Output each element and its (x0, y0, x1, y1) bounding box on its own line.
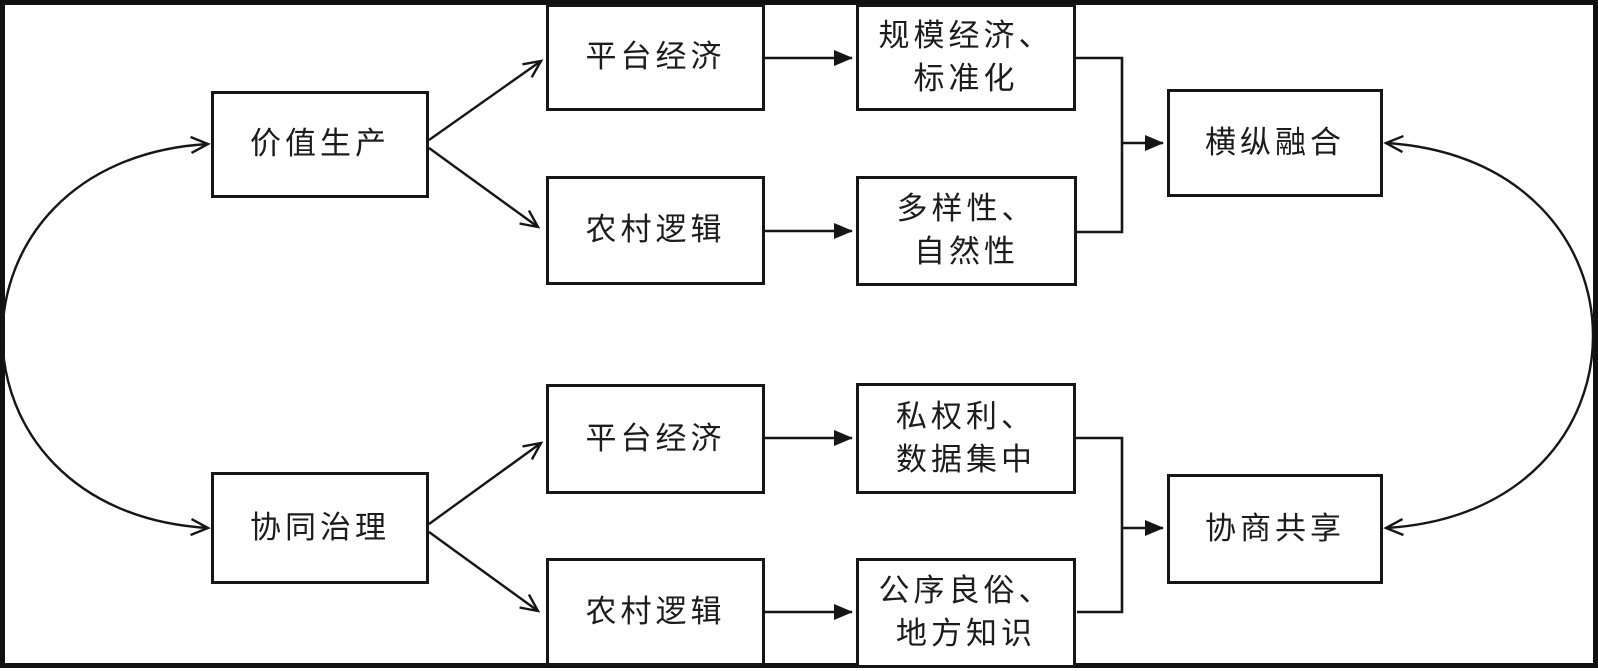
node-value-production-label: 价值生产 (250, 126, 390, 163)
arc-left-feedback-arrow (1, 135, 211, 537)
arrow-governance-to-rural-bottom (428, 531, 541, 613)
node-public-order-local-knowledge: 公序良俗、 地方知识 (856, 558, 1076, 668)
node-platform-economy-top: 平台经济 (546, 4, 765, 111)
node-horizontal-vertical-integration: 横纵融合 (1167, 89, 1383, 197)
node-rural-logic-top-label: 农村逻辑 (585, 212, 726, 249)
node-rural-logic-bottom: 农村逻辑 (546, 558, 765, 666)
merge-connector-top (1075, 56, 1124, 234)
node-diversity-naturalness: 多样性、 自然性 (856, 176, 1077, 286)
arrow-value-to-platform-top (428, 59, 544, 141)
node-scale-standardization-label: 规模经济、 标准化 (878, 17, 1054, 97)
node-collaborative-governance-label: 协同治理 (250, 509, 390, 546)
node-platform-economy-bottom-label: 平台经济 (585, 420, 726, 457)
node-platform-economy-bottom: 平台经济 (546, 384, 765, 494)
node-negotiated-sharing-label: 协商共享 (1205, 510, 1345, 547)
node-negotiated-sharing: 协商共享 (1167, 474, 1383, 584)
arc-right-feedback-arrow (1383, 134, 1594, 537)
node-horizontal-vertical-integration-label: 横纵融合 (1205, 124, 1345, 161)
node-private-rights-data-concentration: 私权利、 数据集中 (856, 383, 1076, 494)
node-value-production: 价值生产 (211, 91, 429, 198)
node-collaborative-governance: 协同治理 (211, 472, 429, 584)
node-diversity-naturalness-label: 多样性、 自然性 (896, 191, 1037, 270)
merge-connector-bottom (1075, 436, 1124, 614)
node-rural-logic-top: 农村逻辑 (546, 176, 765, 285)
node-scale-standardization: 规模经济、 标准化 (856, 4, 1076, 111)
arrow-value-to-rural-top (428, 147, 541, 229)
node-public-order-local-knowledge-label: 公序良俗、 地方知识 (878, 573, 1054, 652)
node-private-rights-data-concentration-label: 私权利、 数据集中 (896, 398, 1036, 478)
node-platform-economy-top-label: 平台经济 (585, 39, 726, 76)
node-rural-logic-bottom-label: 农村逻辑 (585, 593, 726, 630)
arrow-governance-to-platform-bottom (428, 441, 544, 525)
